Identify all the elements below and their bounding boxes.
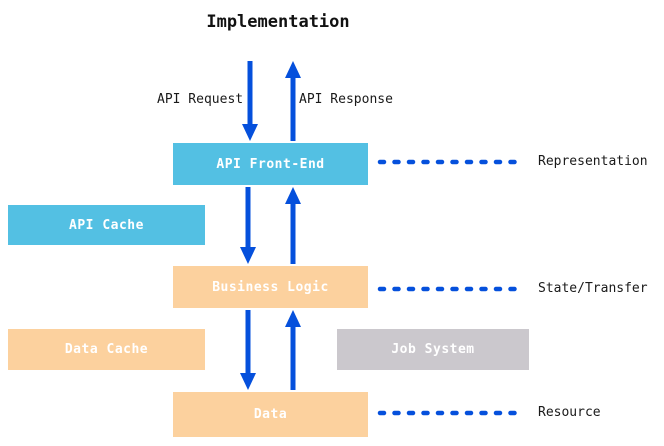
api-request-label: API Request xyxy=(157,92,244,107)
representation-dash-line xyxy=(377,159,520,165)
node-data: Data xyxy=(173,392,368,437)
diagram-title: Implementation xyxy=(206,12,350,32)
node-label: Job System xyxy=(391,342,475,357)
arrow-shaft xyxy=(290,324,296,390)
node-label: Data xyxy=(253,407,288,422)
front-end-to-business-arrow xyxy=(240,187,256,264)
layer-label-representation: Representation xyxy=(538,154,648,169)
data-to-business-arrow xyxy=(285,310,301,390)
business-to-front-end-arrow xyxy=(285,187,301,264)
api-response-label: API Response xyxy=(299,92,393,107)
arrow-down-head xyxy=(240,373,256,390)
node-business-logic: Business Logic xyxy=(173,266,368,308)
node-api-front-end: API Front-End xyxy=(173,143,368,185)
arrow-shaft xyxy=(290,75,296,141)
layer-label-resource: Resource xyxy=(538,405,601,420)
arrow-shaft xyxy=(245,310,251,376)
node-label: API Cache xyxy=(69,217,144,233)
node-label: Business Logic xyxy=(212,279,329,295)
layer-label-state-transfer: State/Transfer xyxy=(538,281,648,296)
node-api-cache: API Cache xyxy=(8,205,205,245)
arrow-shaft xyxy=(290,201,296,264)
arrow-shaft xyxy=(247,61,253,127)
arrow-up-head xyxy=(285,310,301,327)
arrow-down-head xyxy=(240,247,256,264)
node-data-cache: Data Cache xyxy=(8,329,205,370)
node-label: Data Cache xyxy=(64,342,149,357)
arrow-up-head xyxy=(285,187,301,204)
business-to-data-arrow xyxy=(240,310,256,390)
arrow-up-head xyxy=(285,61,301,78)
arrow-shaft xyxy=(245,187,251,250)
arrow-down-head xyxy=(242,124,258,141)
api-response-arrow xyxy=(285,61,301,141)
state-transfer-dash-line xyxy=(377,286,520,292)
node-label: API Front-End xyxy=(216,156,325,172)
api-request-arrow xyxy=(242,61,258,141)
resource-dash-line xyxy=(377,410,520,416)
node-job-system: Job System xyxy=(337,329,529,370)
